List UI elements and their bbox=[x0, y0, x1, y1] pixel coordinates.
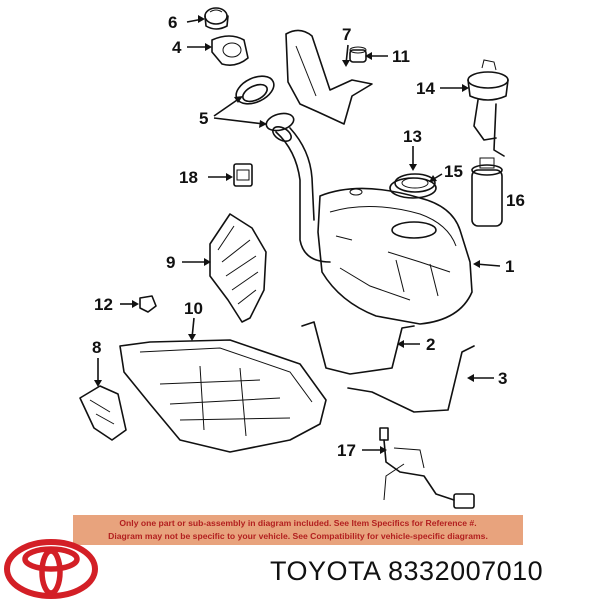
part-filler-housing bbox=[211, 35, 249, 66]
part-number-caption: TOYOTA 8332007010 bbox=[270, 556, 544, 586]
part-clip bbox=[139, 295, 157, 313]
callout-6: 6 bbox=[168, 13, 177, 32]
callout-14: 14 bbox=[416, 79, 435, 98]
callout-7: 7 bbox=[342, 25, 351, 44]
callout-18: 18 bbox=[179, 168, 198, 187]
notice-line-2: Diagram may not be specific to your vehi… bbox=[108, 531, 488, 541]
callout-1: 1 bbox=[505, 257, 514, 276]
diagram-notice: Only one part or sub-assembly in diagram… bbox=[73, 515, 523, 545]
callout-16: 16 bbox=[506, 191, 525, 210]
callout-10: 10 bbox=[184, 299, 203, 318]
callout-9: 9 bbox=[166, 253, 175, 272]
part-wiring-harness bbox=[379, 427, 475, 509]
callout-arrows bbox=[94, 15, 501, 454]
part-fuel-tank bbox=[317, 187, 473, 325]
part-heat-shield bbox=[209, 213, 267, 323]
part-gasket bbox=[389, 177, 437, 199]
callout-15: 15 bbox=[444, 162, 463, 181]
callout-5: 5 bbox=[199, 109, 208, 128]
part-bracket bbox=[79, 385, 127, 441]
part-filler-pipe bbox=[272, 29, 373, 263]
part-connector bbox=[233, 163, 253, 187]
part-protector bbox=[119, 339, 327, 453]
part-strap-front bbox=[301, 321, 415, 375]
toyota-logo-icon bbox=[4, 539, 98, 599]
part-seal-rings bbox=[235, 75, 295, 132]
part-fuel-pump bbox=[471, 157, 503, 227]
callout-12: 12 bbox=[94, 295, 113, 314]
part-strap-rear bbox=[347, 345, 475, 413]
callout-8: 8 bbox=[92, 338, 101, 357]
callout-2: 2 bbox=[426, 335, 435, 354]
callout-3: 3 bbox=[498, 369, 507, 388]
notice-line-1: Only one part or sub-assembly in diagram… bbox=[119, 518, 477, 528]
callout-4: 4 bbox=[172, 38, 182, 57]
part-plug bbox=[349, 46, 367, 63]
callout-17: 17 bbox=[337, 441, 356, 460]
callout-13: 13 bbox=[403, 127, 422, 146]
part-fuel-cap bbox=[204, 7, 229, 30]
part-fuel-sender bbox=[467, 59, 509, 157]
part-lock-ring bbox=[394, 173, 436, 193]
callout-11: 11 bbox=[392, 47, 410, 66]
